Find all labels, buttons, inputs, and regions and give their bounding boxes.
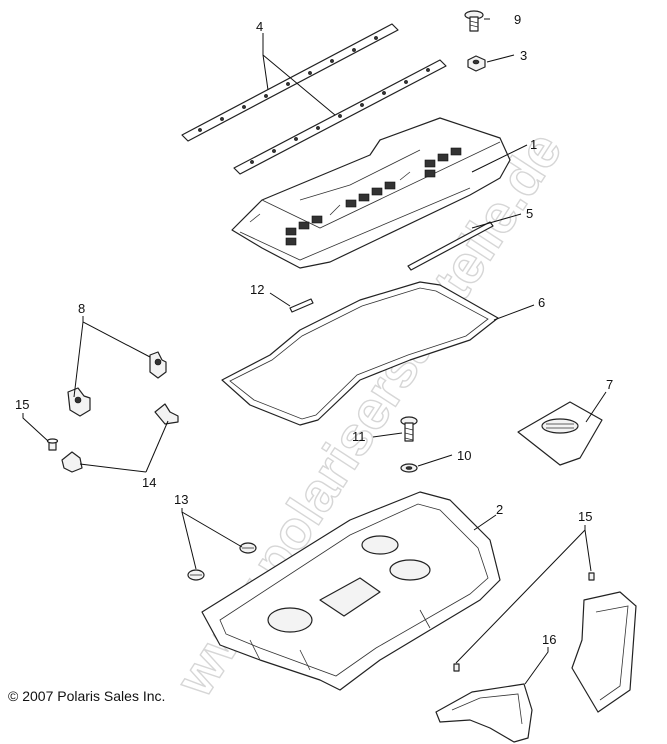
callout-13: 13	[174, 492, 188, 507]
callout-1: 1	[530, 137, 537, 152]
callout-6: 6	[538, 295, 545, 310]
part-15-bolts-right	[453, 572, 595, 672]
callout-12: 12	[250, 282, 264, 297]
part-10-washer	[400, 463, 418, 473]
callout-labels: 4 9 3 1 5 12 6 8 7 15 11 10 14 13 2 15 1…	[15, 12, 613, 647]
part-14-clips	[61, 403, 179, 473]
callout-8: 8	[78, 301, 85, 316]
part-7-decal	[517, 401, 603, 466]
callout-5: 5	[526, 206, 533, 221]
part-15-bolt-left	[46, 438, 59, 451]
part-3-nut	[467, 55, 486, 72]
callout-16: 16	[542, 632, 556, 647]
part-5-strip	[407, 221, 494, 271]
part-12-pin	[289, 298, 314, 313]
part-11-bolt	[400, 416, 418, 442]
part-13-plugs	[187, 542, 257, 581]
callout-2: 2	[496, 502, 503, 517]
part-4-seal-strips	[181, 23, 447, 175]
callout-3: 3	[520, 48, 527, 63]
callout-9: 9	[514, 12, 521, 27]
part-16-brackets	[435, 591, 637, 743]
callout-7: 7	[606, 377, 613, 392]
leader-lines	[22, 18, 607, 685]
part-2-storage-tub	[201, 491, 501, 691]
callout-11: 11	[352, 429, 366, 444]
callout-10: 10	[457, 448, 471, 463]
part-6-gasket	[221, 281, 499, 426]
part-9-screw	[464, 10, 484, 32]
callout-14: 14	[142, 475, 156, 490]
copyright-notice: © 2007 Polaris Sales Inc.	[8, 688, 166, 704]
part-8-latches	[67, 351, 167, 417]
callout-15-right: 15	[578, 509, 592, 524]
callout-15-left: 15	[15, 397, 29, 412]
part-1-tray-cover	[231, 117, 511, 269]
callout-4: 4	[256, 19, 263, 34]
